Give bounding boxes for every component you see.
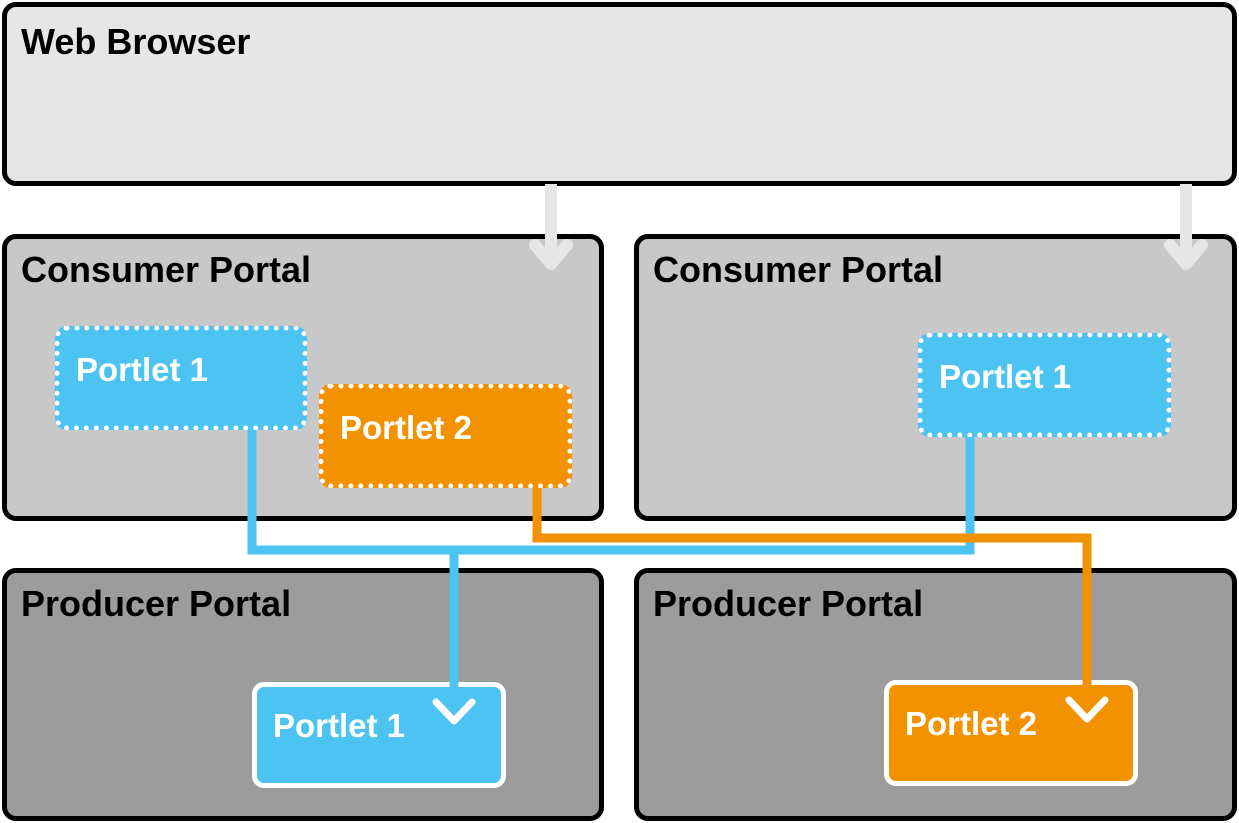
producer-left-portlet-1: Portlet 1 — [252, 682, 506, 788]
web-browser-title: Web Browser — [21, 21, 251, 62]
consumer-portal-right-title: Consumer Portal — [653, 249, 944, 290]
consumer-left-portlet-1-label: Portlet 1 — [76, 351, 209, 388]
consumer-left-portlet-2-label: Portlet 2 — [340, 409, 473, 446]
consumer-right-portlet-1-label: Portlet 1 — [939, 358, 1072, 395]
consumer-right-portlet-1: Portlet 1 — [918, 333, 1171, 437]
consumer-left-portlet-2: Portlet 2 — [319, 384, 572, 488]
portlet-2-connector — [532, 486, 1092, 708]
consumer-portal-left-title: Consumer Portal — [21, 249, 312, 290]
producer-portal-right-title: Producer Portal — [653, 583, 924, 624]
browser-arrow-left-head — [529, 239, 573, 270]
producer-right-portlet-2: Portlet 2 — [884, 680, 1138, 786]
producer-left-portlet-1-label: Portlet 1 — [273, 707, 406, 744]
portlet-1-connector — [247, 428, 975, 555]
consumer-left-portlet-1: Portlet 1 — [55, 326, 307, 430]
web-browser-box: Web Browser — [2, 2, 1237, 186]
browser-arrow-right-head — [1164, 239, 1208, 270]
producer-right-portlet-2-label: Portlet 2 — [905, 705, 1038, 742]
producer-portal-left-title: Producer Portal — [21, 583, 292, 624]
